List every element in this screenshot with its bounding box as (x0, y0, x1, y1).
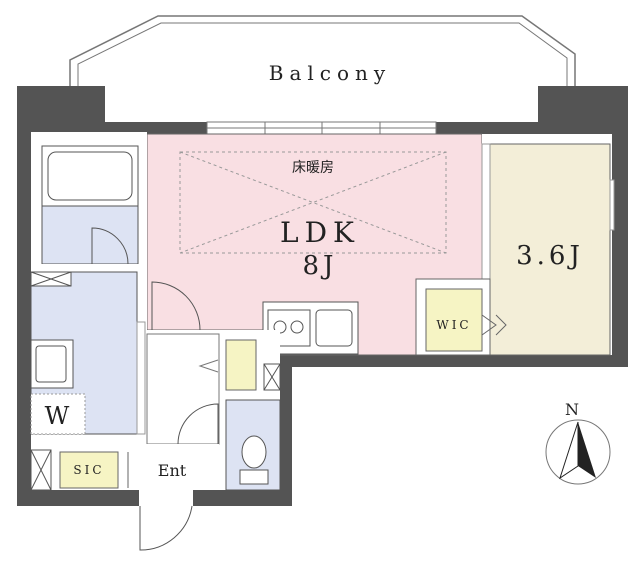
walls (17, 86, 628, 506)
bathroom (31, 132, 147, 265)
walk-in-closet (415, 278, 507, 356)
sic-label: SIC (73, 463, 104, 477)
kitchen-counter (262, 301, 359, 355)
entrance-area (30, 444, 219, 551)
ldk-size-label: 8J (303, 251, 338, 281)
compass-north-label: N (565, 400, 579, 419)
washroom-label: W (45, 402, 70, 430)
compass (545, 419, 611, 485)
toilet (225, 399, 281, 491)
bedroom-size-label: 3.6J (516, 241, 584, 271)
balcony-label: Balcony (269, 61, 391, 85)
balcony (69, 15, 576, 122)
entrance-label: Ent (158, 461, 187, 480)
ldk-label: LDK (280, 216, 360, 249)
bedroom (481, 134, 615, 356)
floor-heating-label: 床暖房 (292, 160, 334, 176)
balcony-window (206, 121, 437, 135)
wic-label: WIC (436, 318, 471, 332)
